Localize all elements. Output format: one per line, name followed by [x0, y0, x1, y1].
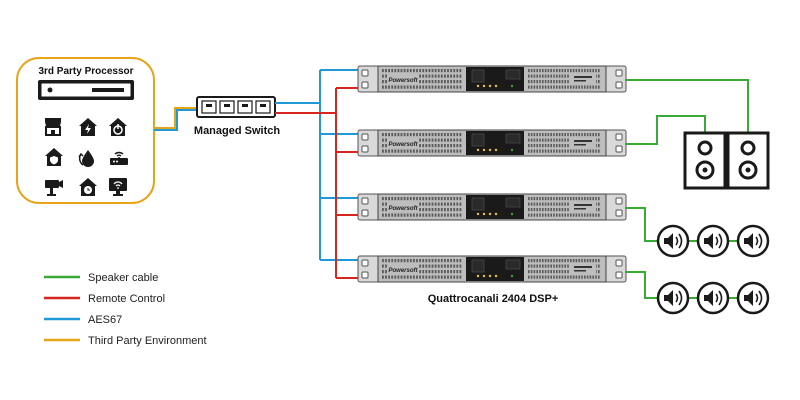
- home-shield-icon: [45, 148, 63, 166]
- managed-switch: [196, 96, 276, 118]
- processor-device: [38, 80, 134, 100]
- tower-speaker-right: [726, 131, 770, 190]
- tower-speaker-left: [683, 131, 727, 190]
- legend-item: Speaker cable: [44, 272, 158, 284]
- legend-label: AES67: [88, 314, 122, 326]
- amplifier-2: Powersoft: [357, 129, 627, 157]
- amplifier-brand-logo: Powersoft: [388, 142, 418, 148]
- camera-icon: [45, 180, 63, 196]
- third-party-link: [154, 107, 197, 131]
- processor-title: 3rd Party Processor: [38, 66, 133, 77]
- horn-speaker-icon: [736, 224, 770, 258]
- amplifier-brand-logo: Powersoft: [388, 78, 418, 84]
- amplifier-brand-logo: Powersoft: [388, 268, 418, 274]
- horn-speaker-icon: [696, 281, 730, 315]
- aes67-bus: [275, 69, 358, 261]
- home-clock-icon: [79, 178, 97, 196]
- legend-item: AES67: [44, 314, 122, 326]
- amplifier-3: Powersoft: [357, 193, 627, 221]
- store-icon: [45, 118, 61, 136]
- switch-label: Managed Switch: [194, 125, 280, 137]
- amplifier-4: Powersoft: [357, 255, 627, 283]
- horn-speaker-icon: [696, 224, 730, 258]
- horn-speaker-icon: [656, 281, 690, 315]
- legend-item: Remote Control: [44, 293, 165, 305]
- legend-item: Third Party Environment: [44, 335, 207, 347]
- horn-speakers: [656, 224, 770, 315]
- legend-label: Remote Control: [88, 293, 165, 305]
- amplifier-label: Quattrocanali 2404 DSP+: [428, 293, 559, 305]
- router-icon: [110, 151, 128, 165]
- amplifier-brand-logo: Powersoft: [388, 206, 418, 212]
- horn-speaker-icon: [736, 281, 770, 315]
- horn-speaker-icon: [656, 224, 690, 258]
- home-bolt-icon: [79, 118, 97, 136]
- tv-wifi-icon: [109, 178, 127, 196]
- amplifier-1: Powersoft: [357, 65, 627, 93]
- speaker-cables: [625, 79, 749, 299]
- home-power-icon: [109, 118, 127, 136]
- legend-label: Speaker cable: [88, 272, 158, 284]
- legend-label: Third Party Environment: [88, 335, 207, 347]
- water-drop-icon: [78, 150, 94, 167]
- processor-box: 3rd Party Processor: [16, 57, 155, 204]
- remote-bus: [275, 87, 358, 279]
